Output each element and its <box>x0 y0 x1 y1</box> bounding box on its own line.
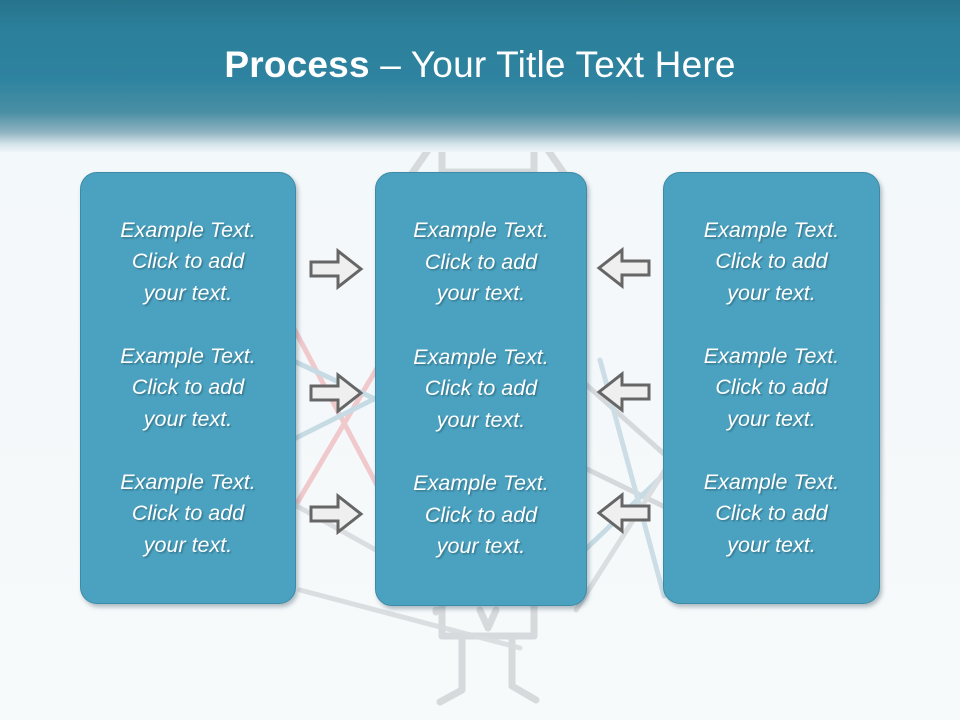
arrow-right-icon <box>309 371 364 415</box>
item-line-2: Click to add <box>715 501 828 526</box>
slide-header: Process – Your Title Text Here <box>0 0 960 152</box>
process-item-2-3: Example Text. Click to add your text. <box>394 468 569 563</box>
arrow-left-icon <box>596 246 651 290</box>
item-line-2: Click to add <box>131 375 245 400</box>
item-line-3: your text. <box>727 280 816 305</box>
process-item-1-3: Example Text. Click to add your text. <box>99 467 277 562</box>
item-line-3: your text. <box>436 281 526 306</box>
process-column-1[interactable]: Example Text. Click to add your text. Ex… <box>80 172 296 604</box>
item-line-3: your text. <box>143 406 233 431</box>
page-title: Process – Your Title Text Here <box>0 44 960 86</box>
process-item-1-1: Example Text. Click to add your text. <box>99 215 277 310</box>
arrow-left-1[interactable] <box>596 246 652 290</box>
arrow-left-2[interactable] <box>596 370 652 414</box>
page-title-strong: Process <box>224 44 370 85</box>
process-item-3-1: Example Text. Click to add your text. <box>682 215 861 310</box>
item-line-2: Click to add <box>131 249 245 274</box>
arrow-right-1[interactable] <box>308 247 364 291</box>
item-line-1: Example Text. <box>703 343 840 368</box>
item-line-1: Example Text. <box>413 344 549 369</box>
item-line-1: Example Text. <box>120 217 256 242</box>
item-line-2: Click to add <box>424 502 538 527</box>
process-column-2[interactable]: Example Text. Click to add your text. Ex… <box>375 172 587 606</box>
arrow-right-icon <box>309 247 364 291</box>
item-line-3: your text. <box>727 406 816 431</box>
item-line-3: your text. <box>143 280 233 305</box>
process-column-3[interactable]: Example Text. Click to add your text. Ex… <box>663 172 880 604</box>
arrow-left-icon <box>596 491 651 535</box>
item-line-2: Click to add <box>715 249 828 274</box>
item-line-1: Example Text. <box>413 471 549 496</box>
arrow-right-2[interactable] <box>308 371 364 415</box>
arrow-left-3[interactable] <box>596 491 652 535</box>
arrow-right-icon <box>309 492 364 536</box>
arrow-right-3[interactable] <box>308 492 364 536</box>
arrow-left-icon <box>596 370 651 414</box>
process-item-3-3: Example Text. Click to add your text. <box>682 467 861 562</box>
process-item-3-2: Example Text. Click to add your text. <box>682 341 861 436</box>
item-line-2: Click to add <box>715 375 828 400</box>
process-item-2-1: Example Text. Click to add your text. <box>394 215 569 310</box>
item-line-3: your text. <box>436 407 526 432</box>
item-line-1: Example Text. <box>120 469 256 494</box>
item-line-3: your text. <box>727 532 816 557</box>
item-line-2: Click to add <box>424 376 538 401</box>
item-line-3: your text. <box>143 532 233 557</box>
item-line-1: Example Text. <box>120 343 256 368</box>
item-line-2: Click to add <box>131 501 245 526</box>
item-line-1: Example Text. <box>703 217 840 242</box>
item-line-3: your text. <box>436 534 526 559</box>
item-line-1: Example Text. <box>413 217 549 242</box>
process-item-2-2: Example Text. Click to add your text. <box>394 342 569 437</box>
page-title-light: – Your Title Text Here <box>369 44 736 85</box>
item-line-1: Example Text. <box>703 469 840 494</box>
process-item-1-2: Example Text. Click to add your text. <box>99 341 277 436</box>
item-line-2: Click to add <box>424 249 538 274</box>
